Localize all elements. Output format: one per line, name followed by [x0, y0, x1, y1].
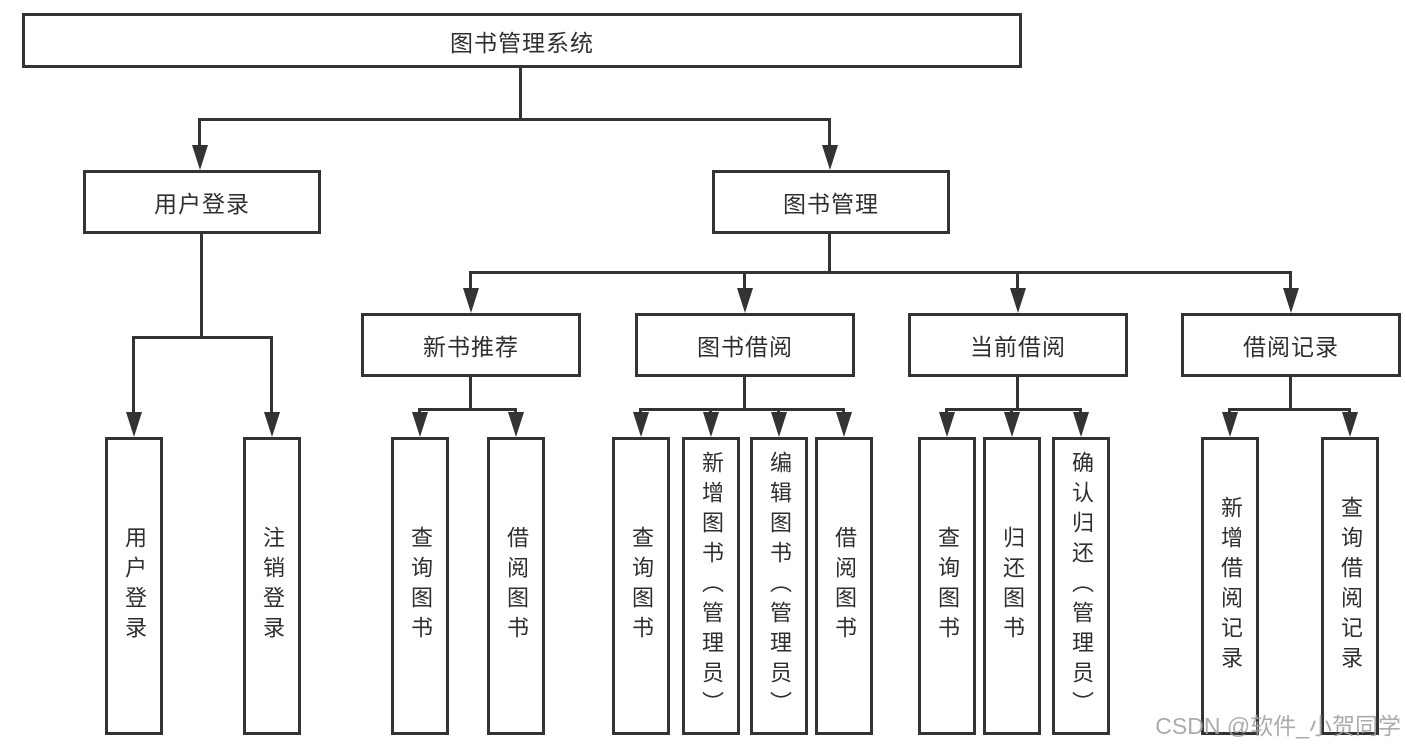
- node-user-login: 用户登录: [83, 170, 321, 234]
- connector-group3-elbow: [639, 408, 845, 411]
- arrowhead-g5-1: [1222, 412, 1238, 437]
- arrowhead-g3-3: [771, 412, 787, 437]
- arrowhead-g3-4: [836, 412, 852, 437]
- arrowhead-recommend: [463, 288, 479, 313]
- connector-drop-records: [1289, 271, 1292, 295]
- connector-level2-elbow: [198, 118, 831, 121]
- connector-drop-borrowing: [743, 271, 746, 295]
- arrowhead-book-mgmt: [822, 145, 838, 170]
- arrowhead-borrowing: [737, 288, 753, 313]
- arrowhead-g3-1: [633, 412, 649, 437]
- connector-group4-elbow: [945, 408, 1082, 411]
- arrowhead-g2-2: [508, 412, 524, 437]
- connector-level3-elbow: [469, 271, 1292, 274]
- watermark: CSDN @软件_小贺同学: [1155, 713, 1401, 739]
- leaf-add-borrow-record: 新增借阅记录: [1201, 437, 1259, 735]
- connector-drop-book-mgmt: [828, 118, 831, 150]
- connector-drop-leaf-login: [132, 336, 135, 418]
- leaf-user-login: 用户登录: [105, 437, 163, 735]
- connector-group1-elbow: [132, 336, 273, 339]
- leaf-return-book: 归还图书: [983, 437, 1041, 735]
- connector-current-trunk: [1016, 377, 1019, 411]
- leaf-add-book-admin: 新增图书（管理员）: [682, 437, 740, 735]
- node-new-book-recommendation: 新书推荐: [361, 313, 581, 377]
- node-borrowing-records: 借阅记录: [1181, 313, 1401, 377]
- connector-group2-elbow: [418, 408, 517, 411]
- connector-user-login-trunk: [200, 234, 203, 338]
- arrowhead-leaf-login: [126, 412, 142, 437]
- leaf-borrow-books-borrowing: 借阅图书: [815, 437, 873, 735]
- arrowhead-records: [1283, 288, 1299, 313]
- leaf-query-books-current: 查询图书: [918, 437, 976, 735]
- arrowhead-current: [1010, 288, 1026, 313]
- connector-drop-current: [1016, 271, 1019, 295]
- connector-drop-recommend: [469, 271, 472, 295]
- connector-group5-elbow: [1228, 408, 1351, 411]
- leaf-confirm-return-admin: 确认归还（管理员）: [1052, 437, 1110, 735]
- connector-recommend-trunk: [469, 377, 472, 411]
- leaf-query-books-borrowing: 查询图书: [612, 437, 670, 735]
- arrowhead-user-login: [192, 145, 208, 170]
- arrowhead-g2-1: [412, 412, 428, 437]
- leaf-borrow-books-recommend: 借阅图书: [487, 437, 545, 735]
- node-current-borrowing: 当前借阅: [908, 313, 1128, 377]
- connector-book-mgmt-trunk: [828, 234, 831, 274]
- connector-drop-leaf-logout: [270, 336, 273, 418]
- connector-drop-user-login: [198, 118, 201, 150]
- arrowhead-g3-2: [703, 412, 719, 437]
- leaf-query-books-recommend: 查询图书: [391, 437, 449, 735]
- node-book-borrowing: 图书借阅: [635, 313, 855, 377]
- connector-records-trunk: [1289, 377, 1292, 411]
- arrowhead-g5-2: [1342, 412, 1358, 437]
- leaf-query-borrow-record: 查询借阅记录: [1321, 437, 1379, 735]
- connector-root-trunk: [519, 68, 522, 121]
- arrowhead-g4-3: [1073, 412, 1089, 437]
- node-library-system: 图书管理系统: [22, 13, 1022, 68]
- arrowhead-g4-2: [1004, 412, 1020, 437]
- arrowhead-g4-1: [939, 412, 955, 437]
- arrowhead-leaf-logout: [264, 412, 280, 437]
- node-book-management: 图书管理: [712, 170, 950, 234]
- leaf-logout: 注销登录: [243, 437, 301, 735]
- connector-borrowing-trunk: [743, 377, 746, 411]
- leaf-edit-book-admin: 编辑图书（管理员）: [750, 437, 808, 735]
